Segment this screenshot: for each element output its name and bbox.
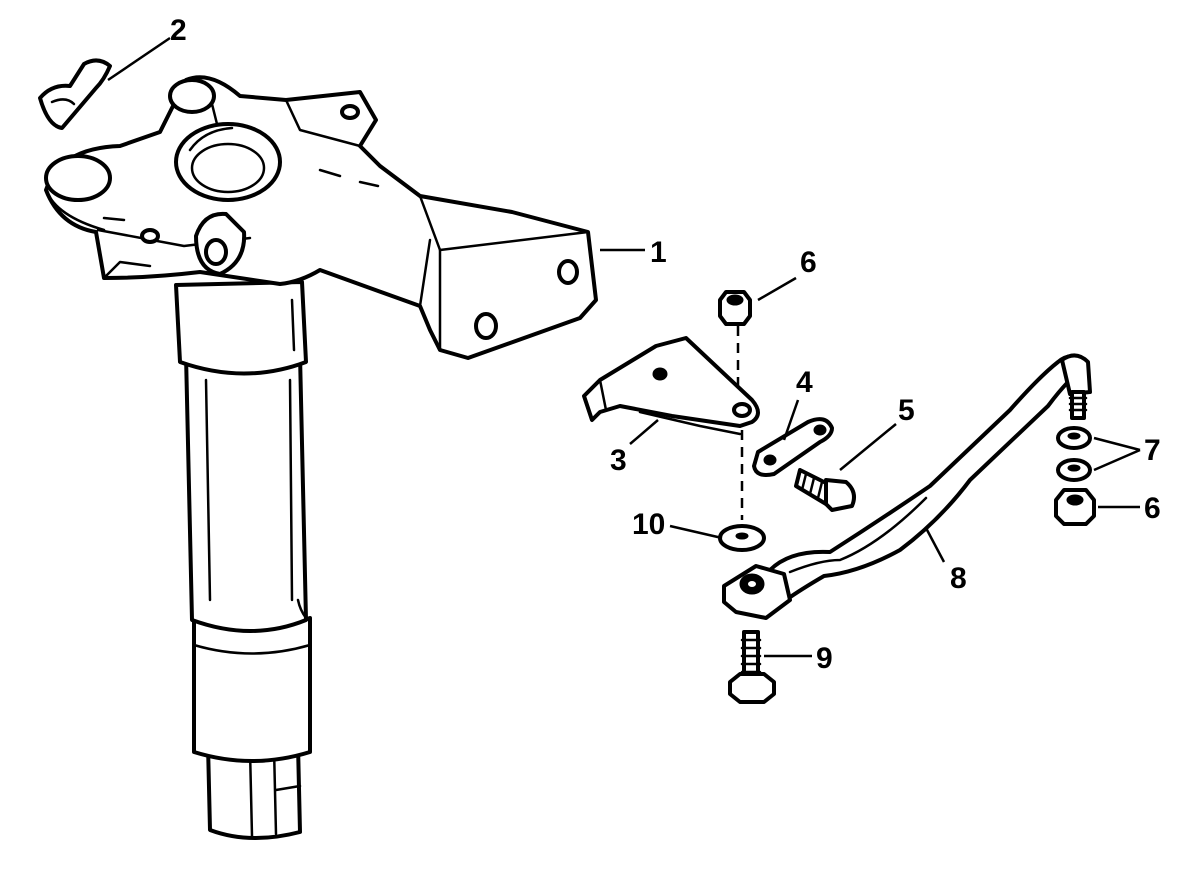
callout-4: 4 <box>796 366 813 399</box>
part-6-nut-top <box>718 290 752 326</box>
callout-5: 5 <box>898 394 915 427</box>
callout-7: 7 <box>1144 434 1161 467</box>
leader-3 <box>629 419 659 445</box>
leader-6a <box>757 276 797 302</box>
leader-5 <box>839 423 897 471</box>
leader-2 <box>107 36 171 82</box>
part-3-bracket <box>582 336 760 436</box>
callout-9: 9 <box>816 642 833 675</box>
callout-2: 2 <box>170 14 187 47</box>
leader-4 <box>782 399 800 441</box>
part-9-screw <box>728 630 776 704</box>
part-4-link-plate <box>752 417 834 477</box>
callout-6-top: 6 <box>800 246 817 279</box>
callout-6-right: 6 <box>1144 492 1161 525</box>
callout-8: 8 <box>950 562 967 595</box>
leader-8 <box>924 527 946 563</box>
part-8-link-rod <box>722 353 1092 620</box>
part-7-washers <box>1056 426 1092 482</box>
leader-7b <box>1093 448 1141 472</box>
callout-1: 1 <box>650 236 667 269</box>
callout-10: 10 <box>632 508 665 541</box>
part-10-washer <box>718 524 766 552</box>
leader-7a <box>1093 436 1141 452</box>
leader-10 <box>669 524 723 540</box>
part-2-clip <box>38 58 112 130</box>
leader-lines <box>107 36 1141 658</box>
callouts: 1 2 3 4 5 6 7 6 8 9 10 <box>170 14 1161 675</box>
callout-3: 3 <box>610 444 627 477</box>
part-5-bolt <box>794 468 856 512</box>
part-1-steering-bracket <box>44 75 598 840</box>
part-6-nut-right <box>1054 488 1096 526</box>
